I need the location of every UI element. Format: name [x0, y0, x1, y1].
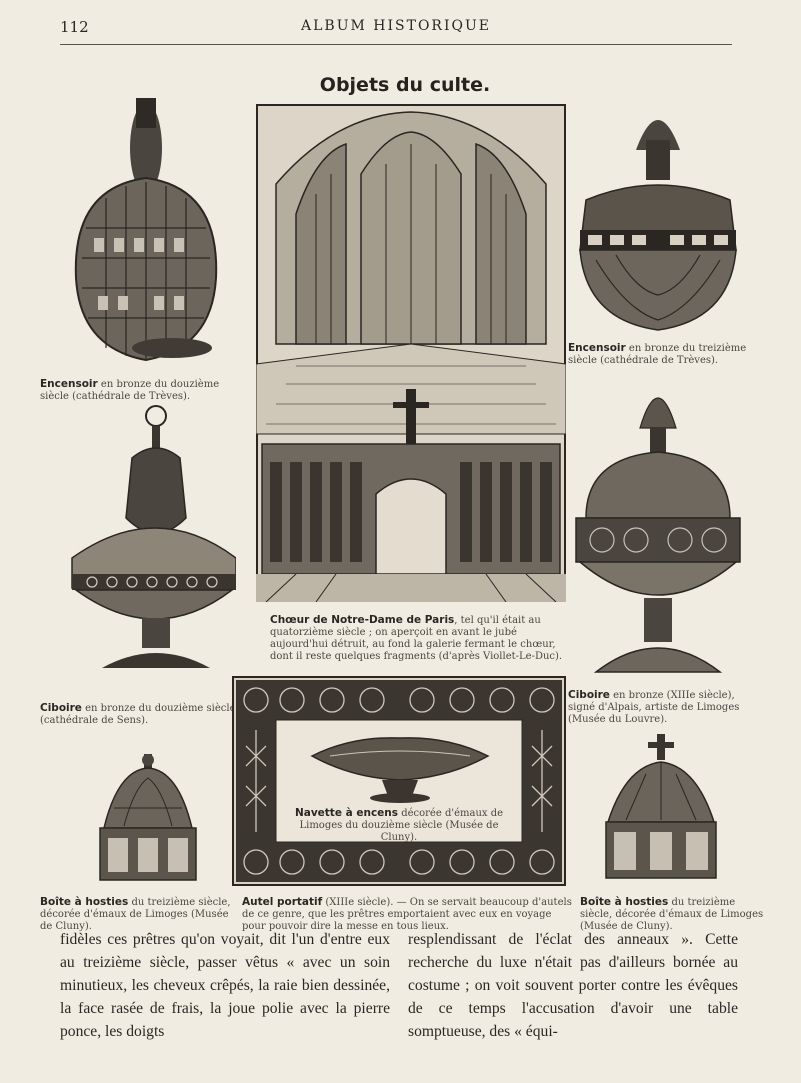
boite-left-title: Boîte à hosties — [40, 896, 129, 908]
ciboire-left-title: Ciboire — [40, 702, 82, 714]
page-number: 112 — [60, 18, 89, 36]
boite-right-title: Boîte à hosties — [580, 896, 669, 908]
ciboire-left-caption: Ciboire en bronze du douzième siècle (ca… — [40, 702, 236, 727]
header-rule — [60, 44, 732, 45]
running-head: 112 ALBUM HISTORIQUE — [60, 18, 732, 40]
boite-right-caption: Boîte à hosties du treizième siècle, déc… — [580, 896, 766, 933]
encensoir-right-engraving — [566, 80, 750, 338]
encensoir-left-text: en bronze du douzième siècle (cathédrale… — [40, 379, 220, 402]
choeur-title: Chœur de Notre-Dame de Paris — [270, 614, 455, 626]
section-title: Objets du culte. — [319, 74, 491, 96]
ciboire-right-title: Ciboire — [568, 689, 610, 701]
navette-text: décorée d'émaux de Limoges du douzième s… — [299, 808, 504, 843]
boite-left-text: du treizième siècle, décorée d'émaux de … — [40, 897, 231, 932]
choeur-caption: Chœur de Notre-Dame de Paris, tel qu'il … — [270, 614, 566, 663]
boite-left-caption: Boîte à hosties du treizième siècle, déc… — [40, 896, 236, 933]
encensoir-left-title: Encensoir — [40, 378, 98, 390]
ciboire-right-engraving — [566, 368, 750, 676]
encensoir-right-text: en bronze du treizième siècle (cathédral… — [568, 343, 747, 366]
boite-left-engraving — [84, 748, 212, 888]
ciboire-right-caption: Ciboire en bronze (XIIIe siècle), signé … — [568, 689, 764, 726]
boite-right-engraving — [596, 732, 726, 886]
choeur-text: , tel qu'il était au quatorzième siècle … — [270, 615, 563, 662]
encensoir-right-title: Encensoir — [568, 342, 626, 354]
ciboire-right-text: en bronze (XIIIe siècle), signé d'Alpais… — [568, 690, 740, 725]
autel-portatif-engraving — [232, 676, 566, 886]
encensoir-right-caption: Encensoir en bronze du treizième siècle … — [568, 342, 764, 367]
autel-text: (XIIIe siècle). — On se servait beaucoup… — [242, 897, 572, 932]
ciboire-left-text: en bronze du douzième siècle (cathédrale… — [40, 703, 236, 726]
navette-title: Navette à encens — [294, 807, 399, 819]
autel-caption: Autel portatif (XIIIe siècle). — On se s… — [242, 896, 572, 933]
boite-right-text: du treizième siècle, décorée d'émaux de … — [580, 897, 764, 932]
body-text-right: resplendissant de l'éclat des anneaux ».… — [408, 931, 738, 1040]
autel-title: Autel portatif — [242, 896, 323, 908]
running-title: ALBUM HISTORIQUE — [301, 18, 491, 34]
navette-caption: Navette à encens décorée d'émaux de Limo… — [286, 807, 512, 844]
encensoir-left-caption: Encensoir en bronze du douzième siècle (… — [40, 378, 236, 403]
ciboire-left-engraving — [52, 398, 236, 676]
body-text-left: fidèles ces prêtres qu'on voyait, dit l'… — [60, 931, 390, 1040]
encensoir-left-engraving — [62, 78, 230, 370]
choeur-engraving — [256, 104, 566, 602]
